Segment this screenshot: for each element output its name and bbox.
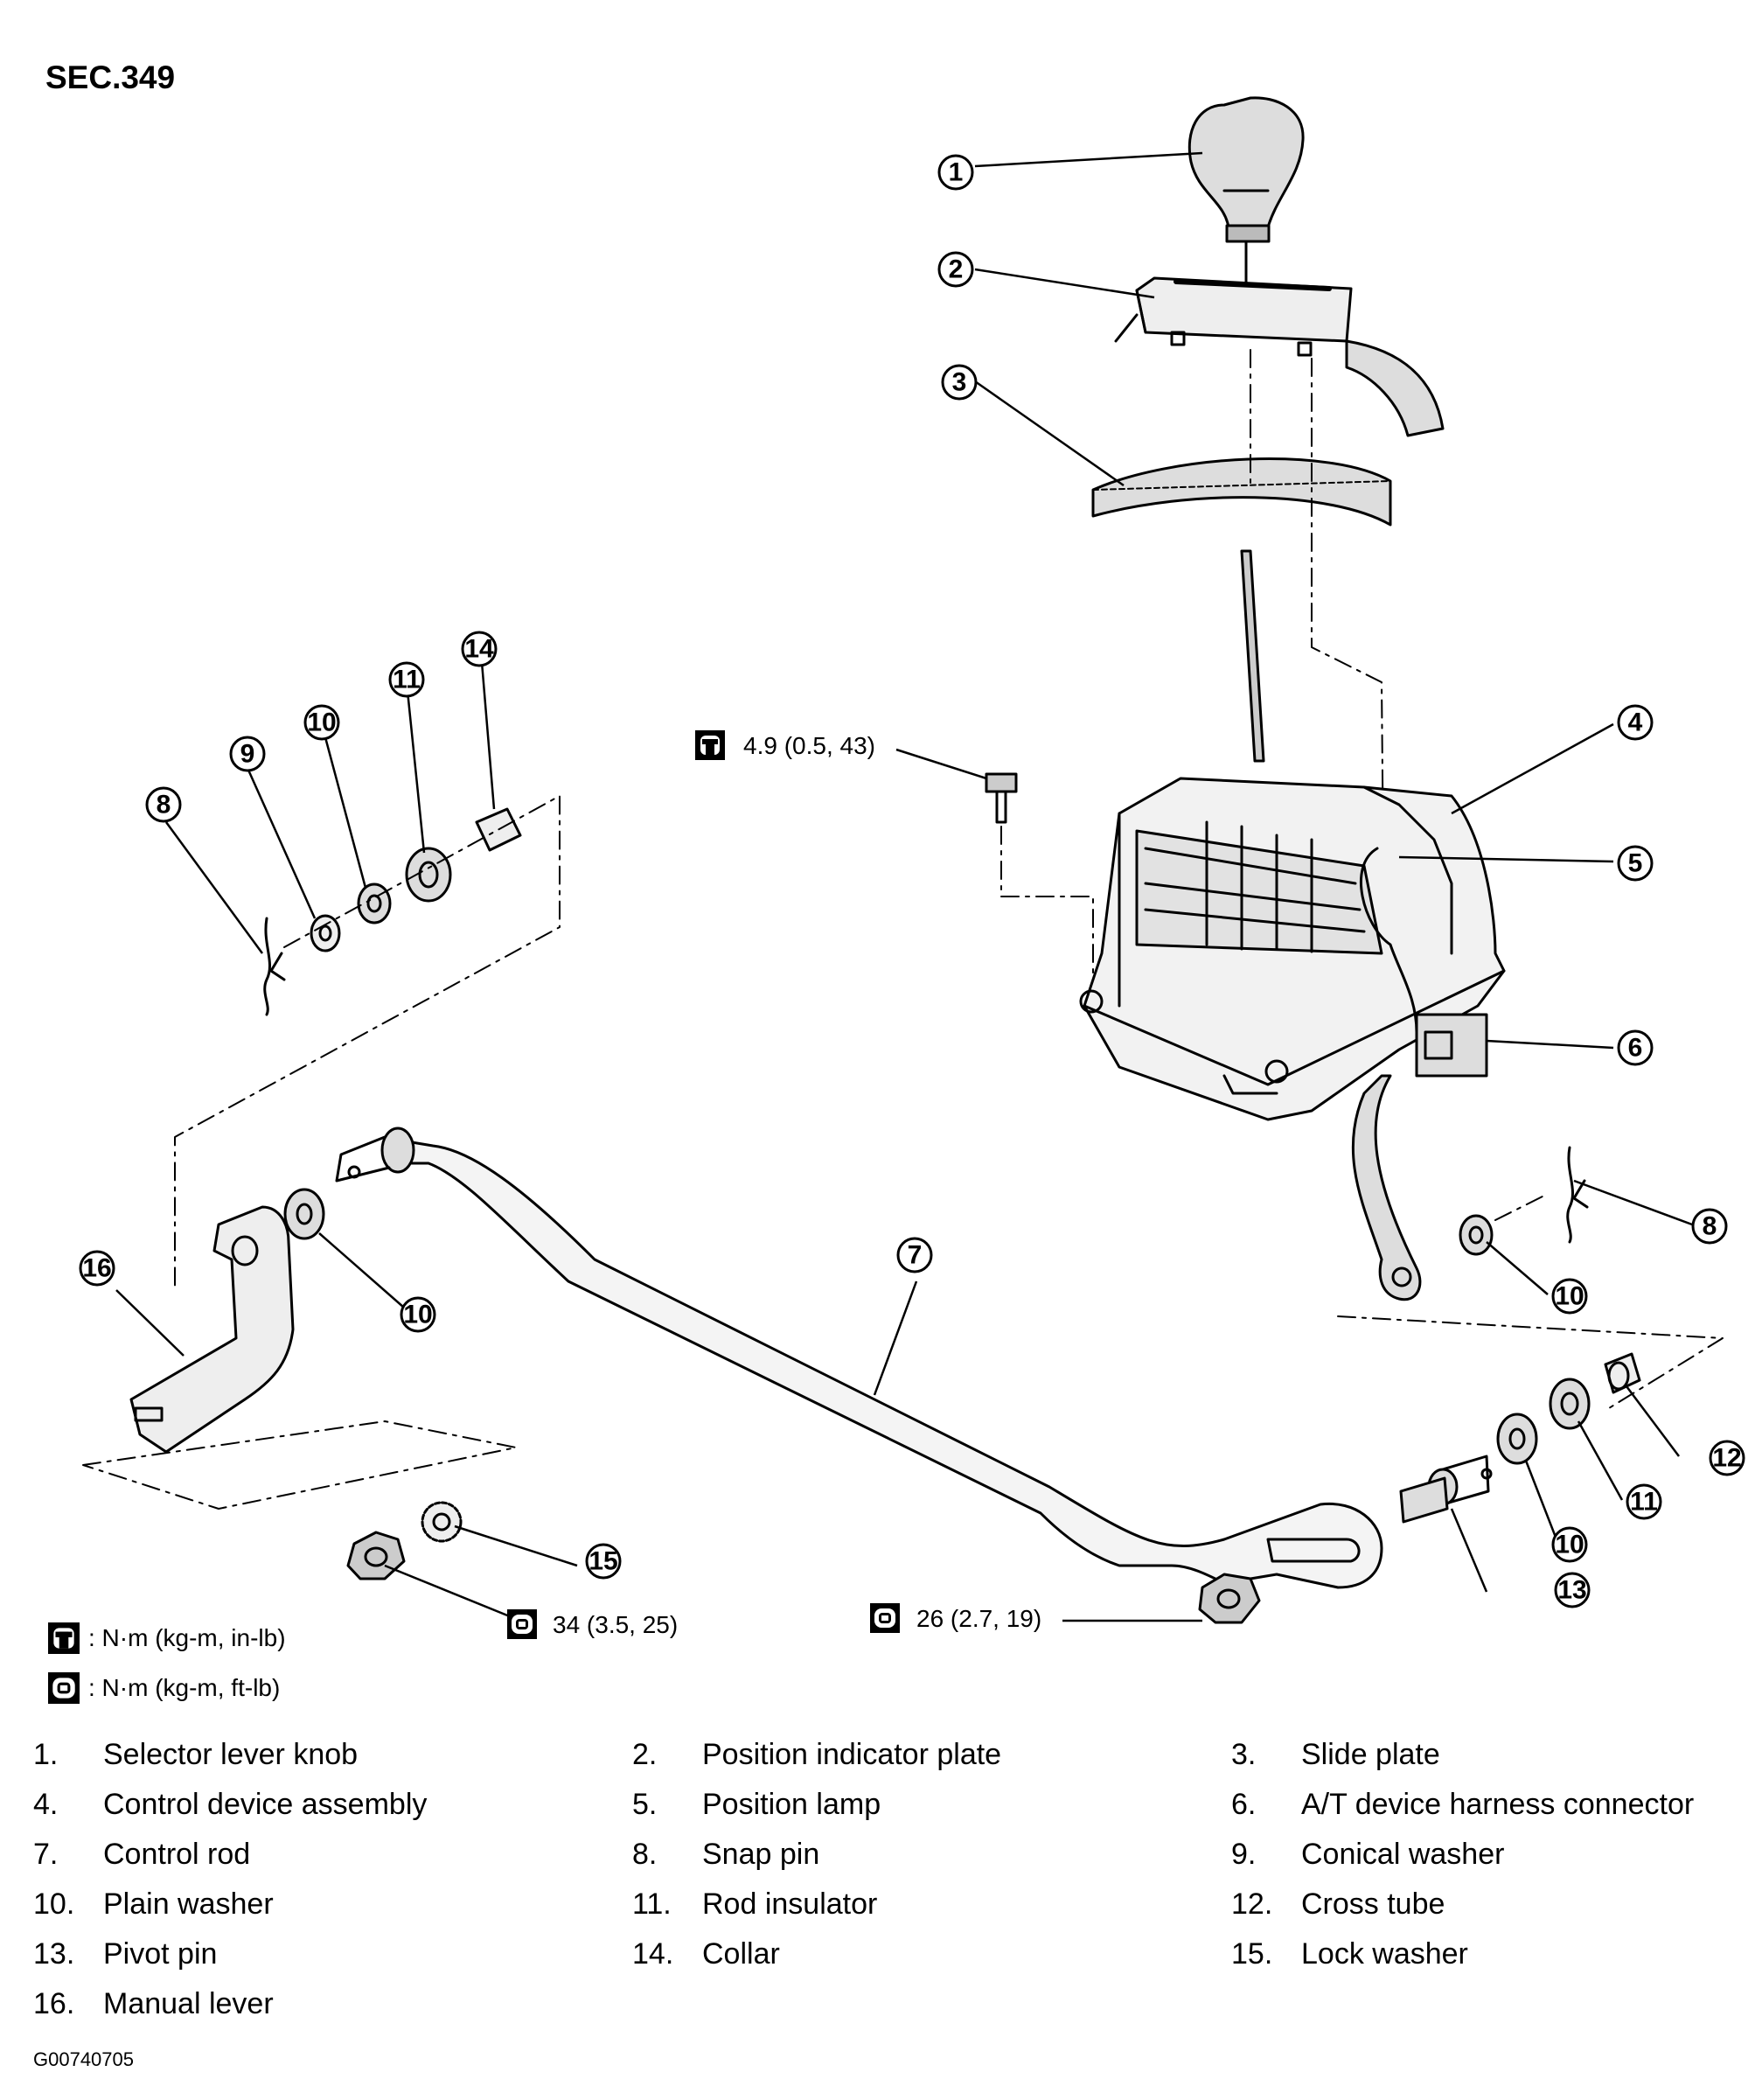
part-item: 5.Position lamp	[632, 1788, 881, 1821]
rod-insulator	[1549, 1378, 1591, 1430]
torque-wrench-icon	[870, 1603, 900, 1633]
callout-10d: 10	[1555, 1531, 1584, 1559]
callout-1: 1	[949, 158, 964, 187]
part-item: 14.Collar	[632, 1937, 780, 1971]
rod-nut	[1198, 1573, 1261, 1624]
legend-ft-lb-text: : N·m (kg-m, ft-lb)	[88, 1674, 281, 1701]
position-lamp	[1359, 847, 1418, 1034]
legend-in-lb: : N·m (kg-m, in-lb)	[48, 1622, 286, 1654]
parts-row: 16.Manual lever	[33, 1979, 1738, 2029]
part-item: 13.Pivot pin	[33, 1937, 218, 1971]
parts-row: 1.Selector lever knob 2.Position indicat…	[33, 1730, 1738, 1780]
part-item: 12.Cross tube	[1231, 1887, 1445, 1921]
callout-2: 2	[949, 255, 964, 284]
part-item: 3.Slide plate	[1231, 1738, 1440, 1771]
part-item: 6.A/T device harness connector	[1231, 1788, 1695, 1821]
callout-4: 4	[1628, 708, 1643, 737]
parts-list: 1.Selector lever knob 2.Position indicat…	[33, 1730, 1738, 2029]
callout-10a: 10	[307, 708, 336, 737]
cross-tube	[1604, 1352, 1641, 1394]
part-item: 15.Lock washer	[1231, 1937, 1468, 1971]
part-item: 1.Selector lever knob	[33, 1738, 359, 1771]
plain-washer-right	[1496, 1413, 1538, 1465]
control-device-assembly	[1079, 777, 1506, 1121]
rod-pin-left	[335, 1127, 415, 1183]
legend-ft-lb: : N·m (kg-m, ft-lb)	[48, 1672, 280, 1704]
part-item: 9.Conical washer	[1231, 1838, 1505, 1871]
pivot-pin	[1399, 1455, 1493, 1524]
part-item: 16.Manual lever	[33, 1987, 274, 2020]
torque-lock-nut: 34 (3.5, 25)	[553, 1611, 678, 1638]
mounting-bolt	[985, 772, 1018, 824]
parts-row: 4.Control device assembly 5.Position lam…	[33, 1780, 1738, 1830]
callout-5: 5	[1628, 849, 1643, 878]
part-item: 8.Snap pin	[632, 1838, 820, 1871]
torque-rod-nut: 26 (2.7, 19)	[916, 1605, 1041, 1632]
lock-washer	[421, 1501, 463, 1543]
harness-connector	[1415, 1013, 1488, 1078]
callout-6: 6	[1628, 1034, 1643, 1063]
callout-10c: 10	[403, 1301, 432, 1329]
section-title: SEC.349	[45, 59, 176, 95]
selector-lever-knob	[1187, 96, 1305, 290]
snap-pin-lower	[1566, 1146, 1589, 1244]
callout-11b: 11	[1630, 1488, 1658, 1517]
callout-3: 3	[952, 368, 967, 397]
callout-8b: 8	[1703, 1212, 1717, 1241]
part-item: 7.Control rod	[33, 1838, 251, 1871]
snap-pin-upper	[263, 917, 286, 1016]
figure-code: G00740705	[33, 2048, 134, 2070]
manual-lever	[129, 1205, 295, 1454]
part-item: 4.Control device assembly	[33, 1788, 428, 1821]
callout-10b: 10	[1555, 1282, 1584, 1311]
torque-screw: 4.9 (0.5, 43)	[743, 732, 875, 759]
callout-14: 14	[464, 635, 494, 664]
control-rod	[405, 1140, 1383, 1589]
callout-7: 7	[908, 1241, 923, 1270]
part-item: 10.Plain washer	[33, 1887, 274, 1921]
torque-wrench-icon	[507, 1609, 537, 1639]
callout-11a: 11	[393, 666, 421, 694]
torque-wrench-icon	[48, 1672, 80, 1704]
legend-in-lb-text: : N·m (kg-m, in-lb)	[88, 1624, 286, 1651]
parts-row: 13.Pivot pin 14.Collar 15.Lock washer	[33, 1929, 1738, 1979]
callout-13: 13	[1557, 1576, 1586, 1605]
parts-row: 10.Plain washer 11.Rod insulator 12.Cros…	[33, 1880, 1738, 1929]
part-item: 11.Rod insulator	[632, 1887, 878, 1921]
callout-16: 16	[82, 1254, 111, 1283]
lock-nut	[346, 1531, 406, 1580]
slide-plate	[1091, 457, 1392, 527]
callout-12: 12	[1712, 1444, 1741, 1473]
callout-15: 15	[588, 1547, 617, 1576]
torque-wrench-icon	[695, 730, 725, 760]
parts-row: 7.Control rod 8.Snap pin 9.Conical washe…	[33, 1830, 1738, 1880]
position-indicator-plate	[1114, 276, 1445, 437]
callout-8a: 8	[157, 791, 171, 820]
torque-wrench-icon	[48, 1622, 80, 1654]
part-item: 2.Position indicator plate	[632, 1738, 1002, 1771]
callout-9: 9	[240, 740, 255, 769]
